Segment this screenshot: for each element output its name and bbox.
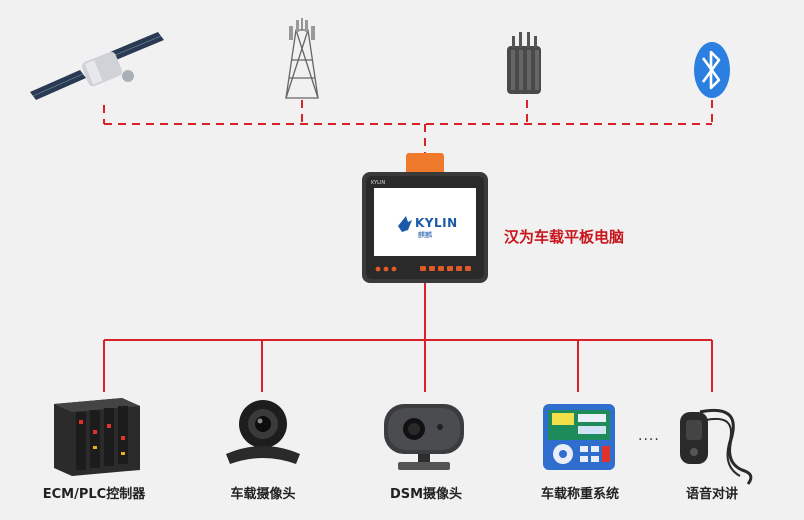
bluetooth-icon: [694, 42, 730, 98]
screen-brand-sub: 麒麟: [418, 231, 432, 239]
device-label-intercom: 语音对讲: [685, 487, 739, 502]
walkie-talkie-icon: [680, 409, 753, 485]
center-device-label: 汉为车载平板电脑: [504, 228, 625, 246]
vehicle-tablet: [362, 153, 488, 283]
ellipsis: ....: [638, 428, 660, 444]
device-label-car-camera: 车载摄像头: [230, 487, 296, 502]
car-camera-icon: [226, 400, 300, 464]
wireless-links: [103, 100, 713, 155]
router-antenna-icon: [507, 32, 541, 94]
plc-controller-icon: [54, 398, 140, 476]
dsm-camera-icon: [384, 404, 464, 470]
device-label-plc: ECM/PLC控制器: [42, 487, 146, 502]
tablet-tag: KYLIN: [371, 180, 386, 186]
screen-brand-logo: KYLIN: [415, 216, 458, 230]
device-label-weighing: 车载称重系统: [540, 487, 620, 502]
device-label-dsm-camera: DSM摄像头: [389, 487, 463, 502]
satellite-icon: [30, 32, 164, 100]
wired-links: [103, 283, 713, 392]
weighing-system-icon: [543, 404, 615, 470]
tablet-buttons: [375, 266, 471, 272]
cell-tower-icon: [285, 18, 319, 99]
